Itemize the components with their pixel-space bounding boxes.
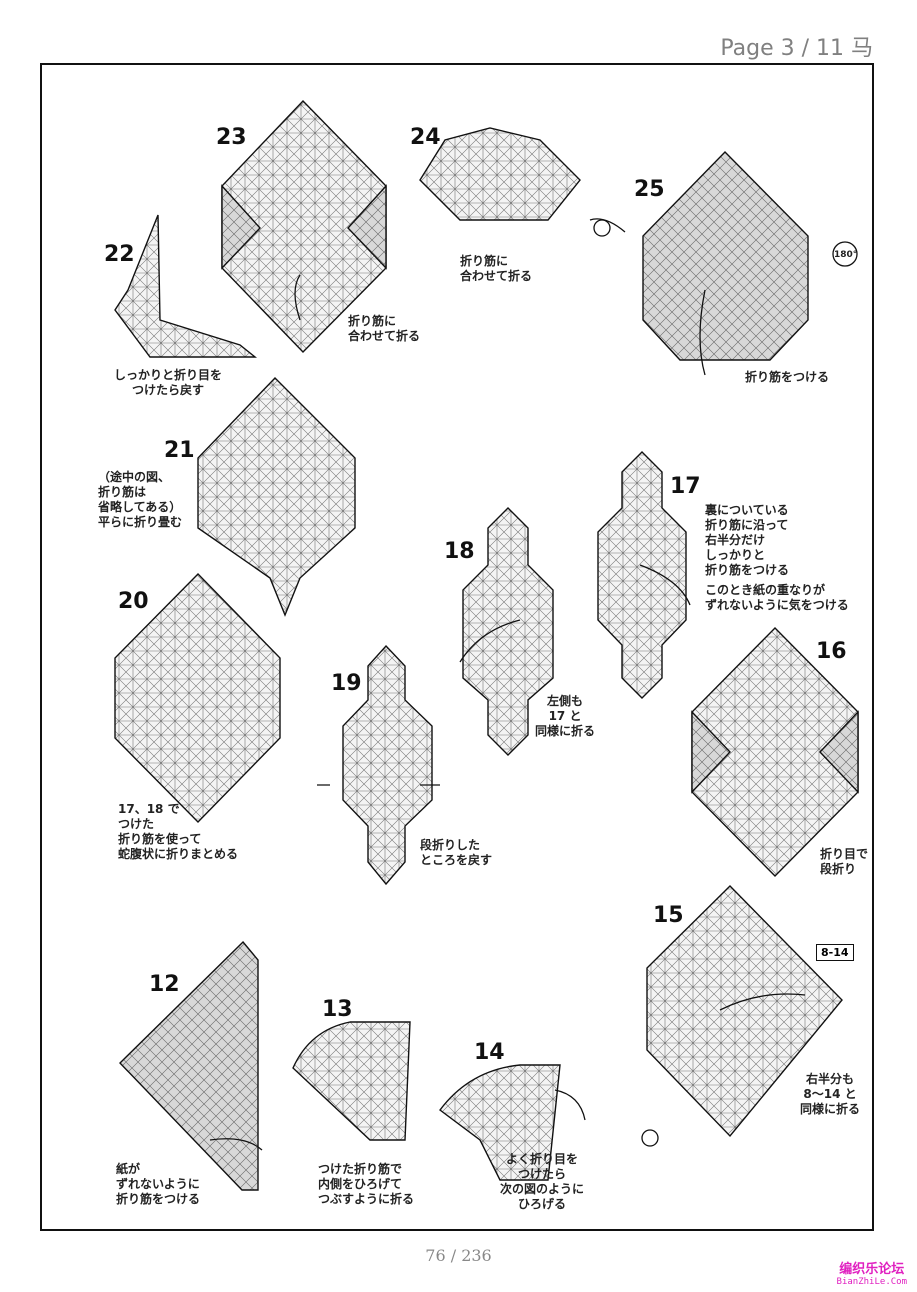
step-number: 25	[634, 177, 665, 202]
step-number: 22	[104, 242, 135, 267]
step-number: 21	[164, 438, 195, 463]
step-caption: 左側も 17 と 同様に折る	[535, 694, 596, 738]
step-caption: 右半分も 8〜14 と 同様に折る	[800, 1072, 861, 1116]
step-number: 18	[444, 539, 475, 564]
step-18-diagram	[462, 507, 554, 756]
step-number: 19	[331, 671, 362, 696]
step-number: 13	[322, 997, 353, 1022]
step-caption: （途中の図、 折り筋は 省略してある） 平らに折り畳む	[98, 470, 183, 529]
step-caption: 折り筋をつける	[745, 370, 830, 384]
step-20-diagram	[114, 573, 281, 823]
step-13-diagram	[292, 1021, 411, 1141]
step-17-diagram	[597, 451, 687, 699]
step-caption: 紙が ずれないように 折り筋をつける	[116, 1162, 201, 1206]
step-caption: 折り筋に 合わせて折る	[348, 314, 421, 343]
step-number: 17	[670, 474, 701, 499]
reference-box: 8-14	[816, 944, 854, 961]
step-number: 23	[216, 125, 247, 150]
step-number: 20	[118, 589, 149, 614]
step-caption: 17、18 で つけた 折り筋を使って 蛇腹状に折りまとめる	[118, 802, 239, 861]
step-number: 14	[474, 1040, 505, 1065]
step-caption: しっかりと折り目を つけたら戻す	[114, 368, 223, 397]
step-caption: よく折り目を つけたら 次の図のように ひろげる	[500, 1152, 585, 1211]
page-indicator: Page 3 / 11 马	[720, 36, 873, 61]
step-caption: 折り目で 段折り	[820, 847, 869, 876]
step-number: 15	[653, 903, 684, 928]
step-19-diagram	[342, 644, 433, 886]
step-note: このとき紙の重なりが ずれないように気をつける	[705, 583, 849, 612]
step-number: 12	[149, 972, 180, 997]
step-caption: 裏についている 折り筋に沿って 右半分だけ しっかりと 折り筋をつける	[705, 503, 790, 577]
step-14-diagram	[439, 1064, 561, 1181]
watermark-url: BianZhiLe.Com	[836, 1277, 907, 1287]
diagram-frame	[40, 63, 874, 1231]
step-15-diagram	[646, 885, 843, 1138]
watermark-name: 编织乐论坛	[839, 1262, 905, 1277]
step-caption: 折り筋に 合わせて折る	[460, 254, 533, 283]
step-number: 16	[816, 639, 847, 664]
step-25-diagram	[642, 151, 809, 361]
step-caption: 段折りした ところを戻す	[420, 838, 493, 867]
step-12-diagram	[119, 940, 259, 1191]
step-number: 24	[410, 125, 441, 150]
watermark: 编织乐论坛 BianZhiLe.Com	[836, 1262, 907, 1288]
step-21-diagram	[197, 377, 356, 617]
step-caption: つけた折り筋で 内側をひろげて つぶすように折る	[318, 1162, 415, 1206]
step-22-diagram	[114, 214, 257, 358]
page-count: 76 / 236	[425, 1246, 492, 1265]
rotate-label: 180°	[834, 250, 858, 260]
step-24-diagram	[419, 127, 581, 221]
